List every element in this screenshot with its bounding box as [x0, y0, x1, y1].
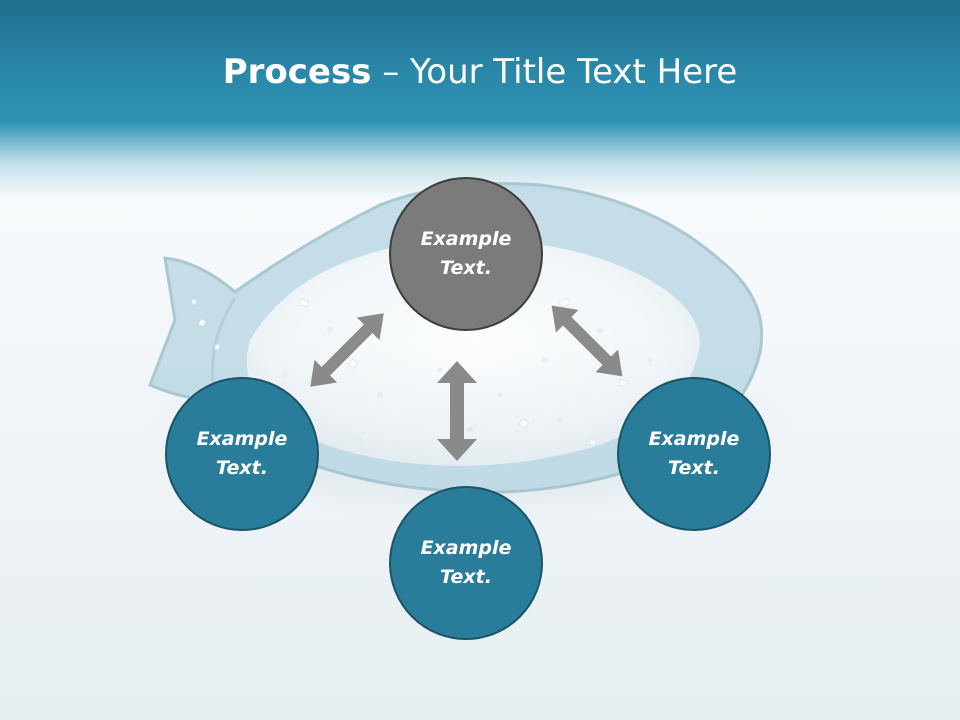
- node-right-label: Example Text.: [648, 428, 740, 479]
- arrows: [310, 305, 623, 461]
- double-arrow-icon: [437, 361, 477, 461]
- node-left: Example Text.: [165, 377, 319, 531]
- title-banner: [0, 0, 960, 200]
- title-bold: Process: [222, 52, 372, 92]
- node-top-label: Example Text.: [420, 228, 512, 279]
- node-right: Example Text.: [617, 377, 771, 531]
- slide-title: Process – Your Title Text Here: [0, 52, 960, 92]
- node-bottom-label: Example Text.: [420, 537, 512, 588]
- double-arrow-icon: [310, 313, 384, 387]
- node-bottom: Example Text.: [389, 486, 543, 640]
- node-top: Example Text.: [389, 177, 543, 331]
- node-left-label: Example Text.: [196, 428, 288, 479]
- title-rest: – Your Title Text Here: [371, 52, 738, 92]
- double-arrow-icon: [551, 305, 623, 377]
